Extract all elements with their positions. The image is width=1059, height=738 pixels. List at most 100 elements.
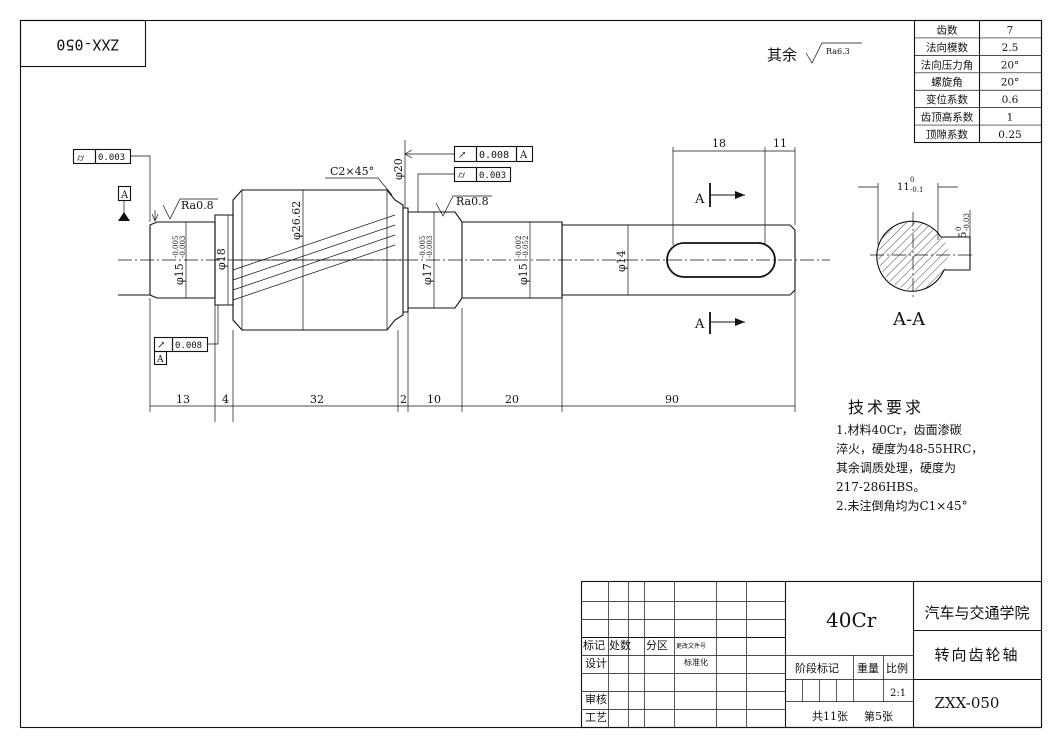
section-width-tol-upper: 0 [910, 176, 914, 184]
tb-process: 工艺 [585, 711, 607, 724]
tech-title: 技术要求 [848, 398, 924, 417]
roughness-value: Ra6.3 [826, 47, 850, 56]
mid-runout-datum: A [519, 150, 528, 161]
tb-zone: 分区 [646, 639, 668, 652]
drawing-number-rotated: ZXX-050 [56, 36, 119, 54]
section-title: A-A [892, 309, 926, 330]
left-round-value: 0.003 [98, 153, 125, 163]
len-20: 20 [505, 393, 519, 406]
runout-icon: ↗ [157, 340, 165, 351]
gear-param-value: 7 [1007, 24, 1014, 36]
d15-left-tol-upper: -0.005 [172, 236, 180, 258]
section-view-a-a: 11 0 -0.1 5 0 -0.03 A-A [858, 176, 975, 330]
d15-left-tol-lower: -0.003 [179, 236, 187, 258]
tb-review: 审核 [585, 692, 607, 706]
roughness-prefix: 其余 [767, 46, 797, 64]
tb-school: 汽车与交通学院 [924, 604, 1029, 622]
shaft-main-view [118, 189, 830, 331]
tolerance-frame-left-runout: ↗ 0.008 A [153, 305, 219, 366]
gear-param-value: 0.25 [998, 129, 1021, 141]
tolerance-frame-left-round: ⌭ 0.003 [72, 148, 151, 222]
len-4: 4 [222, 393, 229, 406]
chamfer-label: C2×45° [330, 165, 374, 178]
d17-label: φ17 [421, 263, 434, 285]
keyway-dimensions: 18 11 [672, 137, 796, 245]
gear-param-value: 0.6 [1002, 94, 1019, 106]
tolerance-frame-mid-runout: ↗ 0.008 A [404, 145, 534, 163]
round-icon: ⌭ [458, 170, 466, 181]
tb-sheets: 共11张 [812, 710, 848, 723]
len-13: 13 [176, 393, 190, 406]
tb-material: 40Cr [826, 608, 877, 632]
tb-stage-mark: 阶段标记 [795, 661, 839, 675]
gear-param-value: 1 [1007, 112, 1014, 124]
tb-change-doc: 更改文件号 [676, 642, 706, 650]
round-icon: ⌭ [77, 153, 85, 164]
d15-left-label: φ15 [173, 263, 186, 285]
section-depth: 5 [958, 232, 969, 238]
section-mark-top: A [694, 192, 705, 207]
technical-requirements: 技术要求 1.材料40Cr，齿面渗碳 淬火，硬度为48-55HRC， 其余调质处… [836, 398, 983, 513]
gear-param-value: 20° [1001, 59, 1020, 71]
roughness-left: Ra0.8 [151, 198, 218, 222]
section-depth-tol-lower: -0.03 [963, 213, 971, 231]
len-2: 2 [400, 393, 407, 406]
section-mark-bottom: A [694, 317, 705, 332]
d17-tol-upper: -0.005 [419, 236, 427, 258]
gear-param-name: 法向压力角 [921, 58, 974, 71]
roughness-mid: Ra0.8 [435, 195, 492, 217]
len-90: 90 [665, 393, 679, 406]
d15-mid-tol-upper: -0.002 [515, 236, 523, 258]
len-32: 32 [310, 393, 324, 406]
gear-param-name: 法向模数 [926, 41, 968, 54]
gear-param-name: 顶隙系数 [926, 128, 968, 141]
datum-a: A [117, 185, 132, 221]
roughness-left-value: Ra0.8 [181, 199, 214, 212]
tb-sheet-no: 第5张 [864, 709, 893, 723]
title-block: 标记 处数 分区 更改文件号 设计 标准化 审核 工艺 40Cr 阶段标记 重量… [580, 580, 1043, 729]
d15-mid-label: φ15 [517, 263, 530, 285]
tb-standard: 标准化 [684, 657, 708, 667]
diameter-dimensions: φ15 -0.005 -0.003 φ18 φ26.62 φ20 φ17 -0.… [172, 140, 629, 330]
length-dimensions: 13 4 32 2 10 20 90 [149, 290, 796, 422]
tech-line-5: 2.未注倒角均为C1×45° [836, 498, 968, 513]
mid-runout-value: 0.008 [479, 150, 509, 161]
tb-weight: 重量 [857, 661, 879, 675]
mid-round-value: 0.003 [479, 171, 506, 181]
section-width: 11 [897, 182, 910, 193]
tech-line-2: 淬火，硬度为48-55HRC， [836, 441, 983, 456]
tb-drawing-no: ZXX-050 [935, 694, 1000, 712]
tb-scale: 2:1 [890, 688, 906, 699]
keyway-length: 18 [712, 137, 726, 150]
tb-count: 处数 [609, 639, 631, 652]
chamfer-callout: C2×45° [325, 165, 393, 196]
left-runout-value: 0.008 [175, 341, 202, 351]
section-depth-tol-upper: 0 [955, 227, 963, 231]
gear-param-name: 齿数 [937, 23, 958, 36]
runout-icon: ↗ [458, 150, 466, 161]
drawing-border [19, 19, 1043, 729]
left-runout-datum: A [156, 355, 164, 365]
d15-mid-tol-lower: -0.052 [522, 236, 530, 258]
gear-param-name: 变位系数 [926, 93, 968, 106]
tb-ratio: 比例 [886, 661, 908, 675]
gear-param-value: 20° [1001, 77, 1020, 89]
tb-mark: 标记 [583, 638, 605, 652]
gear-param-name: 螺旋角 [931, 76, 963, 89]
tb-part-name: 转向齿轮轴 [934, 646, 1019, 664]
tech-line-3: 其余调质处理，硬度为 [836, 460, 956, 475]
datum-a-label: A [120, 190, 129, 201]
roughness-mid-value: Ra0.8 [456, 195, 489, 208]
general-roughness: 其余 Ra6.3 [767, 42, 862, 64]
d14-label: φ14 [615, 250, 628, 272]
drawing-number-box: ZXX-050 [19, 19, 147, 68]
d18-label: φ18 [215, 248, 228, 270]
section-width-tol-lower: -0.1 [910, 186, 924, 194]
keyway-offset: 11 [773, 137, 787, 150]
tech-line-4: 217-286HBS。 [836, 480, 925, 494]
gear-param-value: 2.5 [1002, 42, 1019, 54]
d26-label: φ26.62 [290, 201, 303, 240]
d20-label: φ20 [392, 158, 405, 180]
